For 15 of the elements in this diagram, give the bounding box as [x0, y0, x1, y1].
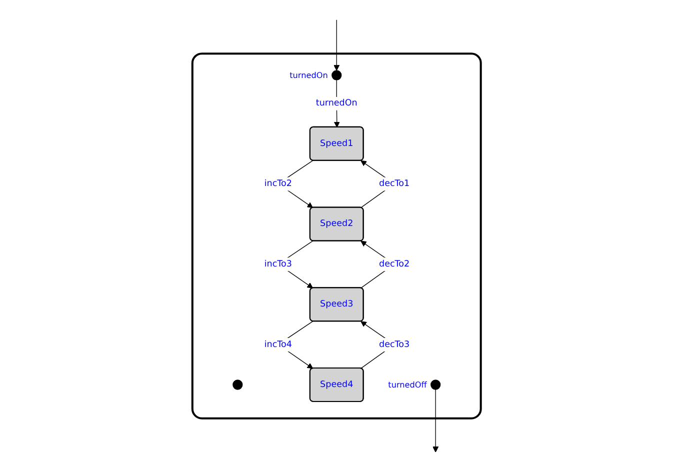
- node-circle: [331, 70, 342, 80]
- edge-label: decTo1: [378, 178, 410, 189]
- edge-label: decTo2: [378, 258, 410, 270]
- edge-label: decTo3: [378, 339, 410, 350]
- edge-label: incTo2: [264, 178, 292, 189]
- edge-label: incTo4: [264, 339, 292, 350]
- cluster: [191, 52, 482, 420]
- pseudostate-label: turnedOff: [388, 379, 427, 390]
- arrow: [432, 389, 438, 452]
- edge-label: incTo3: [264, 258, 292, 270]
- node-circle: [430, 380, 441, 390]
- node-circle: [232, 380, 243, 390]
- pseudostate-label: turnedOn: [290, 70, 328, 80]
- edge-label: turnedOn: [316, 98, 358, 108]
- arrow: [334, 20, 340, 71]
